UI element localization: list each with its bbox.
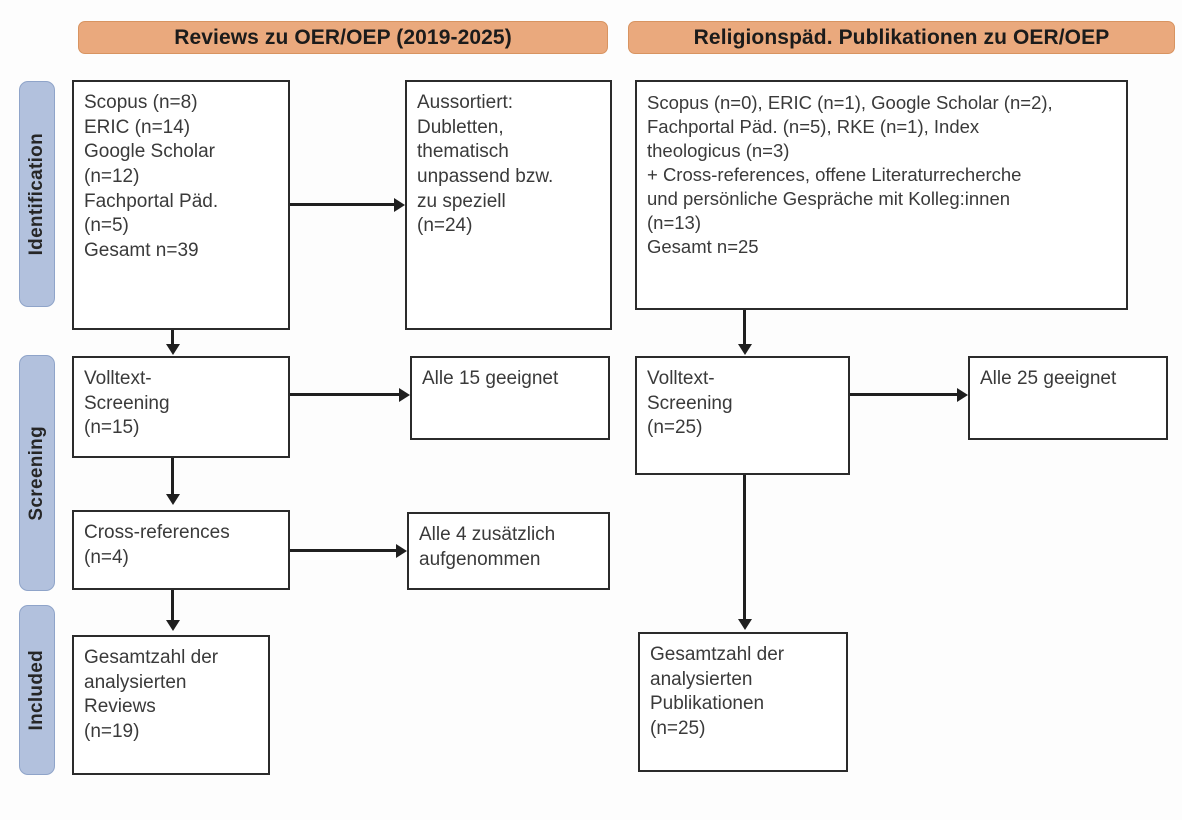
box-left-fulltext-result: Alle 15 geeignet	[410, 356, 610, 440]
connector-left-sources-to-excluded	[290, 203, 396, 206]
box-left-identification-sources: Scopus (n=8) ERIC (n=14) Google Scholar …	[72, 80, 290, 330]
connector-right-fulltext-to-result	[850, 393, 959, 396]
arrowhead-right-fulltext-to-result	[957, 387, 968, 402]
box-right-included-total: Gesamtzahl der analysierten Publikatione…	[638, 632, 848, 772]
arrowhead-right-fulltext-to-included	[737, 619, 752, 630]
box-left-cross-references: Cross-references (n=4)	[72, 510, 290, 590]
stage-label-included-text: Included	[26, 649, 47, 731]
box-right-fulltext-screening: Volltext- Screening (n=25)	[635, 356, 850, 475]
arrowhead-left-sources-to-fulltext	[165, 344, 180, 355]
arrowhead-left-sources-to-excluded	[394, 197, 405, 212]
connector-left-fulltext-to-crossrefs	[171, 458, 174, 496]
connector-right-sources-to-fulltext	[743, 310, 746, 346]
arrowhead-left-fulltext-to-crossrefs	[165, 494, 180, 505]
box-left-included-total: Gesamtzahl der analysierten Reviews (n=1…	[72, 635, 270, 775]
connector-left-crossrefs-to-included	[171, 590, 174, 622]
stage-label-included: Included	[19, 605, 55, 775]
box-right-fulltext-result: Alle 25 geeignet	[968, 356, 1168, 440]
column-header-reviews: Reviews zu OER/OEP (2019-2025)	[78, 21, 608, 54]
arrowhead-left-crossrefs-to-result	[396, 543, 407, 558]
box-left-cross-references-result: Alle 4 zusätzlich aufgenommen	[407, 512, 610, 590]
stage-label-screening: Screening	[19, 355, 55, 591]
box-left-excluded: Aussortiert: Dubletten, thematisch unpas…	[405, 80, 612, 330]
arrowhead-right-sources-to-fulltext	[737, 344, 752, 355]
stage-label-identification: Identification	[19, 81, 55, 307]
column-header-religionspaed: Religionspäd. Publikationen zu OER/OEP	[628, 21, 1175, 54]
connector-left-sources-to-fulltext	[171, 330, 174, 346]
arrowhead-left-fulltext-to-result	[399, 387, 410, 402]
stage-label-identification-text: Identification	[26, 132, 47, 256]
connector-right-fulltext-to-included	[743, 475, 746, 620]
stage-label-screening-text: Screening	[26, 425, 47, 521]
arrowhead-left-crossrefs-to-included	[165, 620, 180, 631]
box-right-identification-sources: Scopus (n=0), ERIC (n=1), Google Scholar…	[635, 80, 1128, 310]
box-left-fulltext-screening: Volltext- Screening (n=15)	[72, 356, 290, 458]
connector-left-crossrefs-to-result	[290, 549, 398, 552]
connector-left-fulltext-to-result	[290, 393, 401, 396]
